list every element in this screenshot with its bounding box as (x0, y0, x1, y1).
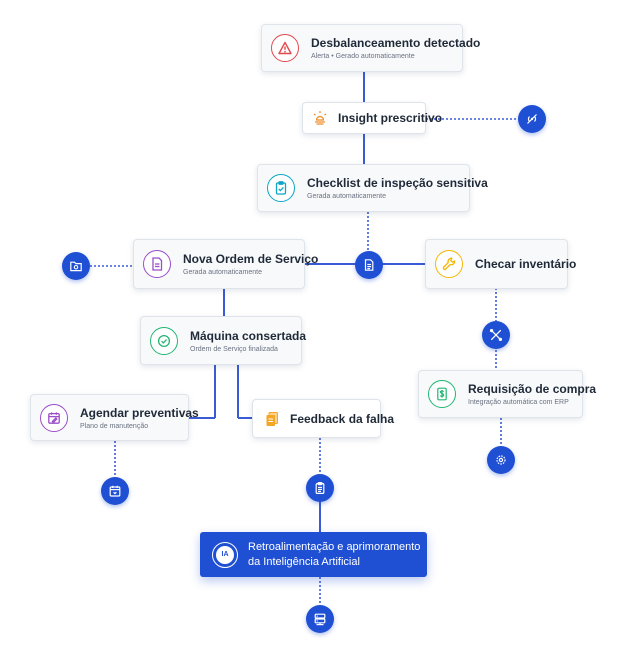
server-icon (306, 605, 334, 633)
files-icon (263, 410, 281, 428)
calendar-edit-icon (40, 403, 68, 432)
step-purchase-title: Requisição de compra (468, 382, 597, 396)
clipboard-icon (306, 474, 334, 502)
tools-icon (482, 321, 510, 349)
gear-icon (487, 446, 515, 474)
calendar-icon (101, 477, 129, 505)
step-feedback: Feedback da falha (252, 399, 394, 438)
step-preventive: Agendar preventivas Plano de manutenção (30, 394, 199, 441)
document-icon (355, 251, 383, 279)
step-ai-line1: Retroalimentação e aprimoramento (248, 540, 421, 553)
step-checklist: Checklist de inspeção sensitiva Gerada a… (257, 164, 488, 212)
ai-badge-icon: IA (212, 541, 238, 568)
step-alert-title: Desbalanceamento detectado (311, 36, 481, 50)
step-feedback-title: Feedback da falha (290, 411, 395, 426)
step-ai-line2: da Inteligência Artificial (248, 555, 360, 568)
step-fixed: Máquina consertada Ordem de Serviço fina… (140, 316, 306, 365)
folder-settings-icon (62, 252, 90, 280)
step-purchase-subtitle: Integração automática com ERP (468, 399, 569, 406)
wrench-icon (435, 250, 463, 278)
dollar-document-icon (428, 380, 456, 408)
step-insight-title: Insight prescritivo (338, 111, 443, 125)
step-ai-feedback: IA Retroalimentação e aprimoramento da I… (200, 532, 427, 577)
step-alert: Desbalanceamento detectado Alerta • Gera… (261, 24, 480, 72)
step-alert-subtitle: Alerta • Gerado automaticamente (311, 53, 415, 60)
sensor-signal-icon (518, 105, 546, 133)
check-circle-icon (150, 326, 178, 355)
warning-triangle-icon (271, 34, 299, 62)
ai-badge-label: IA (216, 545, 234, 564)
step-work-order-title: Nova Ordem de Serviço (183, 252, 319, 266)
step-checklist-title: Checklist de inspeção sensitiva (307, 176, 488, 190)
step-preventive-title: Agendar preventivas (80, 405, 199, 420)
step-fixed-title: Máquina consertada (190, 328, 307, 343)
step-insight: Insight prescritivo (302, 102, 442, 134)
step-checklist-subtitle: Gerada automaticamente (307, 193, 386, 200)
step-purchase: Requisição de compra Integração automáti… (418, 370, 596, 418)
step-work-order: Nova Ordem de Serviço Gerada automaticam… (133, 239, 318, 289)
step-fixed-subtitle: Ordem de Serviço finalizada (190, 345, 278, 353)
step-inventory: Checar inventário (425, 239, 576, 289)
step-inventory-title: Checar inventário (475, 257, 577, 271)
step-preventive-subtitle: Plano de manutenção (80, 422, 149, 430)
step-work-order-subtitle: Gerada automaticamente (183, 269, 262, 276)
clipboard-check-icon (267, 174, 295, 202)
document-icon (143, 250, 171, 278)
lightbulb-icon (311, 109, 329, 127)
